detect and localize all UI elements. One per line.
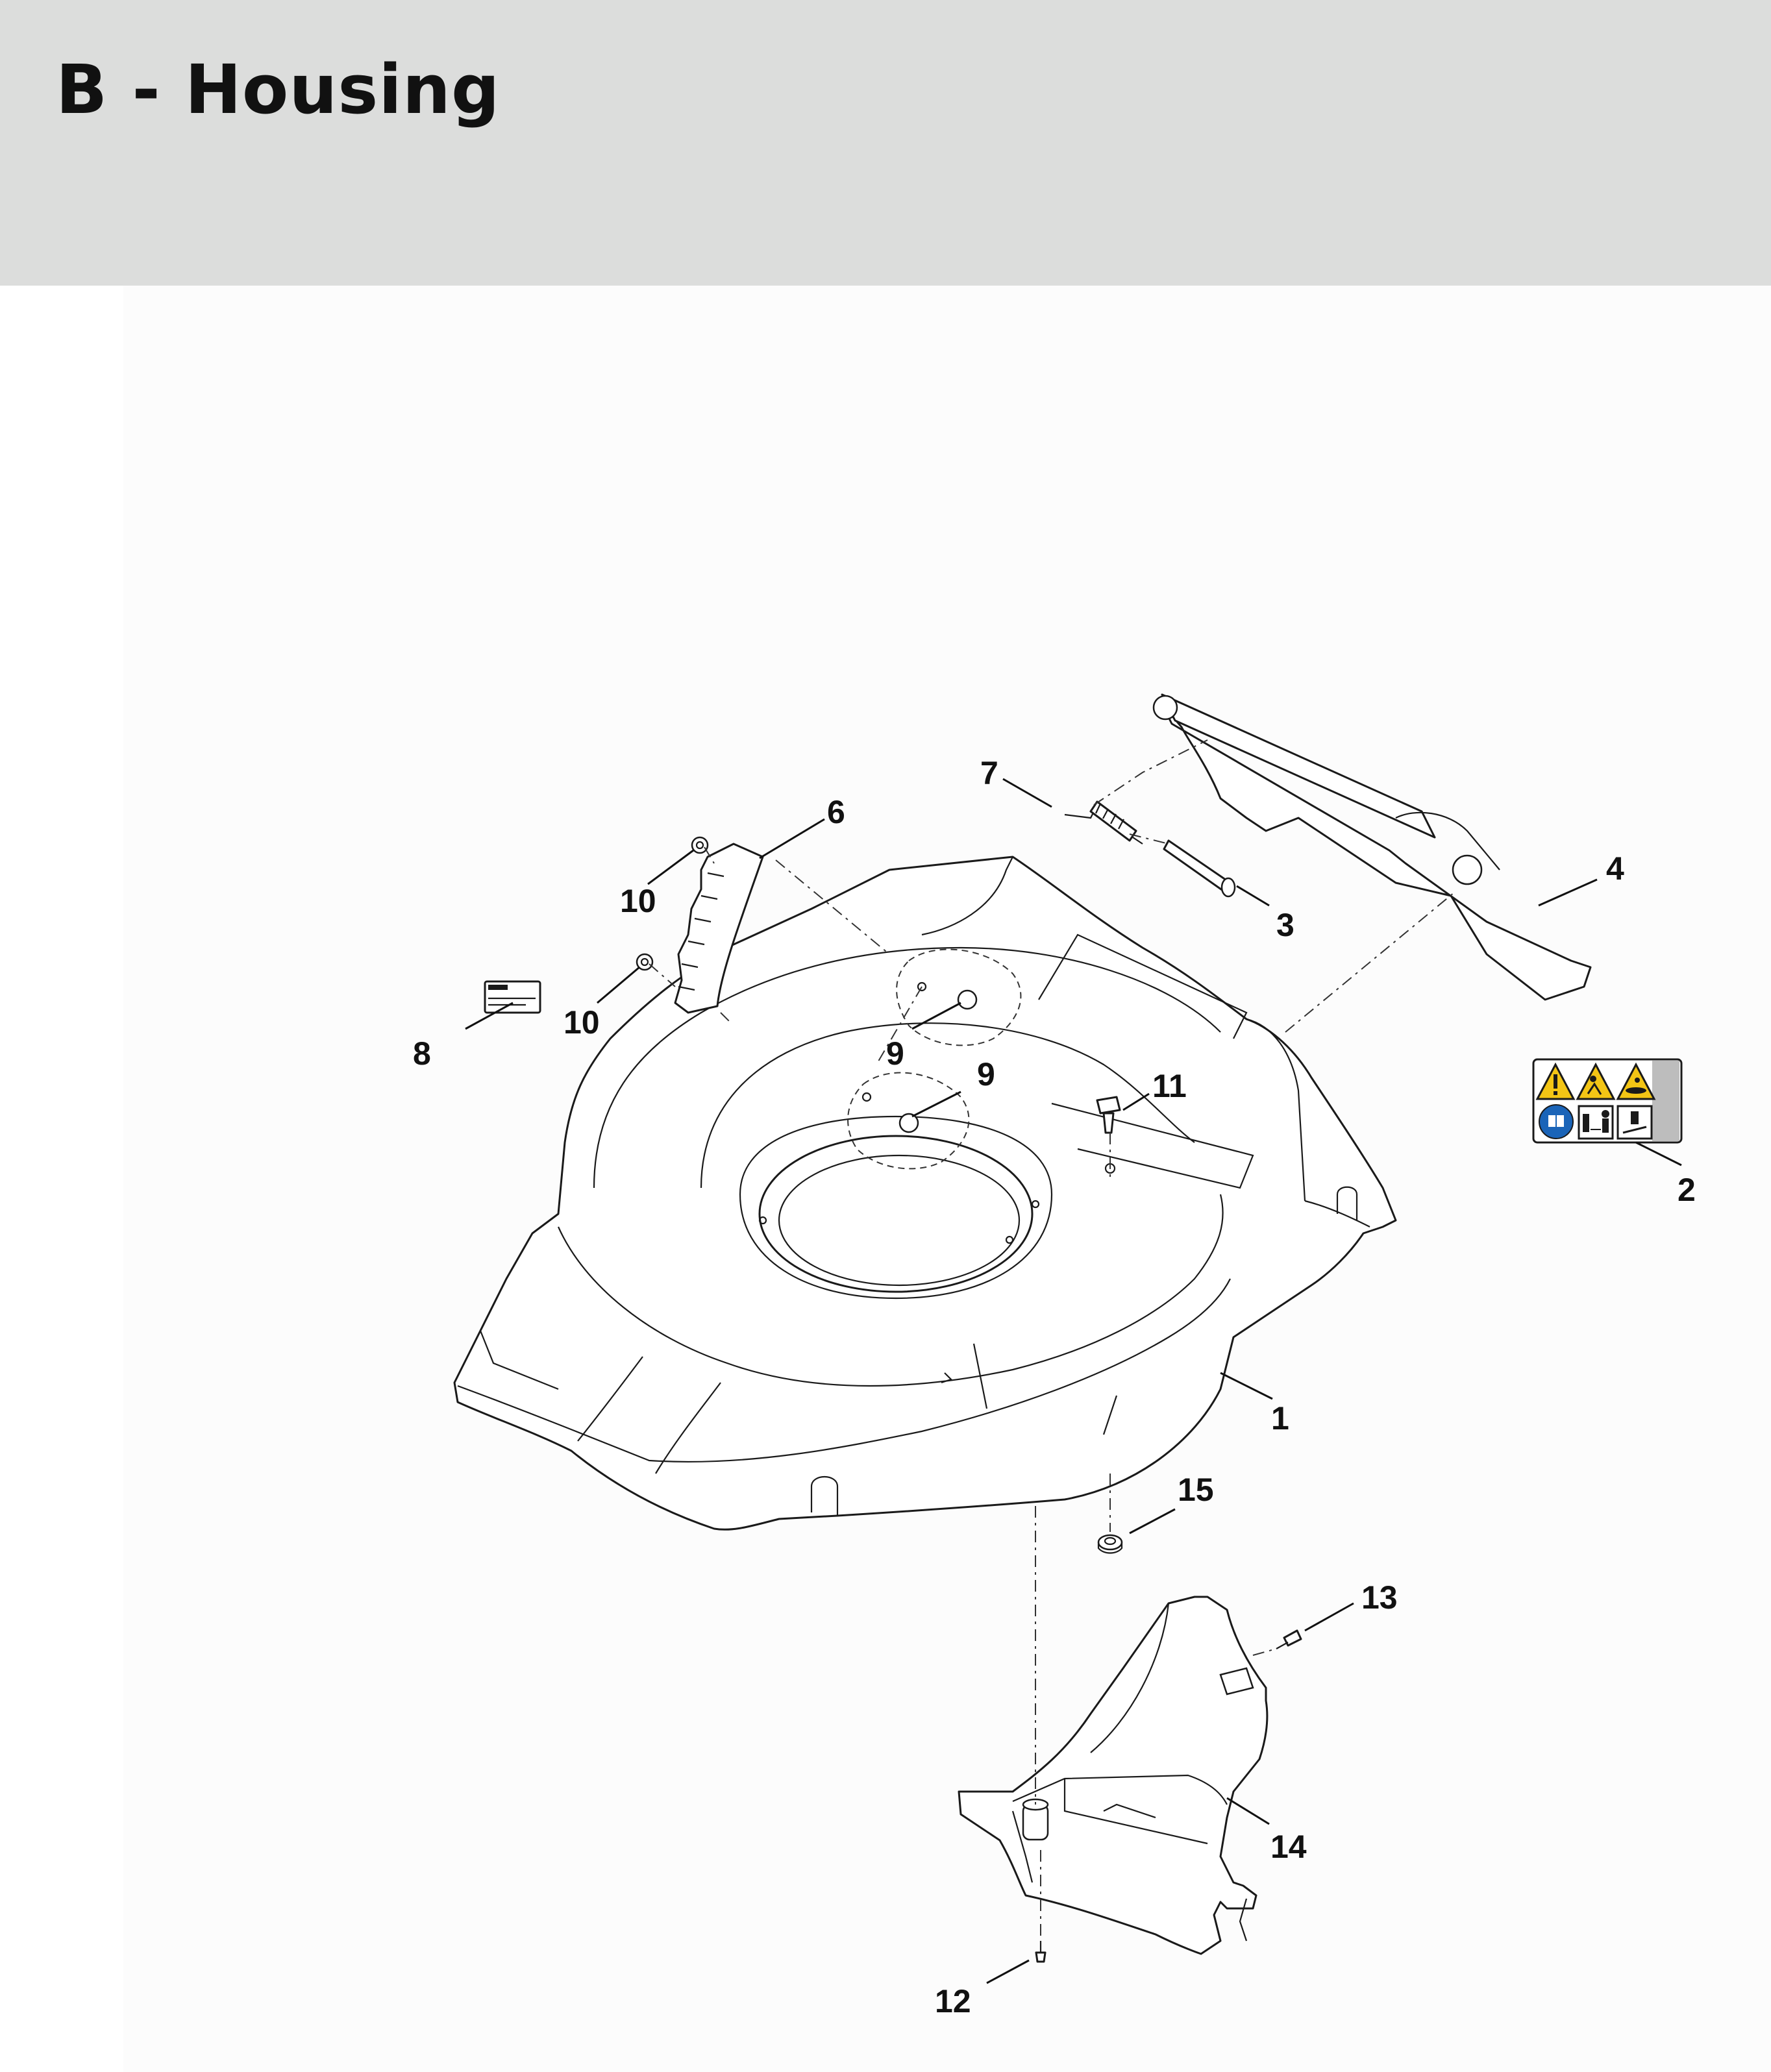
hex-nut-upper bbox=[691, 836, 709, 854]
callout-10-lower: 10 bbox=[564, 1004, 600, 1041]
thrown-object-icon bbox=[1576, 1062, 1616, 1100]
callout-7: 7 bbox=[980, 755, 998, 791]
unplug-before-service-icon bbox=[1616, 1105, 1653, 1140]
screw-side bbox=[1276, 1629, 1302, 1649]
type-plate-label bbox=[484, 980, 541, 1014]
callout-6: 6 bbox=[827, 794, 845, 830]
read-manual-icon bbox=[1539, 1104, 1574, 1139]
torsion-spring bbox=[1064, 800, 1143, 845]
screw-top bbox=[1096, 1096, 1121, 1134]
blade-hazard-icon bbox=[1616, 1062, 1656, 1100]
callout-3: 3 bbox=[1276, 907, 1294, 943]
keep-distance-icon bbox=[1578, 1105, 1614, 1140]
callout-15: 15 bbox=[1178, 1472, 1214, 1508]
warning-icon bbox=[1535, 1062, 1576, 1100]
bushing bbox=[1097, 1534, 1123, 1554]
safety-warning-label bbox=[1532, 1058, 1683, 1144]
callout-8: 8 bbox=[413, 1035, 431, 1072]
callout-2: 2 bbox=[1678, 1172, 1696, 1208]
header-bar: B - Housing bbox=[0, 0, 1771, 286]
plug-upper bbox=[896, 948, 1022, 1046]
hex-nut-lower bbox=[636, 953, 654, 971]
callout-12: 12 bbox=[935, 1983, 971, 2019]
page-title: B - Housing bbox=[56, 50, 501, 129]
callout-10-upper: 10 bbox=[620, 883, 656, 919]
rear-flap-assembly bbox=[1152, 693, 1592, 1001]
screw-bottom bbox=[1035, 1941, 1046, 1963]
mulch-insert bbox=[958, 1596, 1269, 1955]
axle-pin bbox=[1163, 839, 1236, 898]
assembly-lines bbox=[649, 739, 1455, 1941]
callout-13: 13 bbox=[1361, 1579, 1398, 1616]
plug-lower bbox=[847, 1072, 970, 1170]
height-adjust-rail bbox=[674, 843, 764, 1014]
callout-11: 11 bbox=[1152, 1068, 1187, 1104]
callout-9-upper: 9 bbox=[886, 1035, 904, 1072]
callout-9-lower: 9 bbox=[977, 1056, 995, 1092]
callout-1: 1 bbox=[1271, 1400, 1289, 1437]
callout-4: 4 bbox=[1606, 850, 1624, 887]
callout-14: 14 bbox=[1270, 1829, 1307, 1865]
mower-housing-deck bbox=[453, 856, 1397, 1531]
callout-labels: 1 2 3 4 6 7 8 9 9 10 10 11 12 13 14 15 bbox=[413, 755, 1696, 2019]
leader-lines bbox=[465, 778, 1682, 1984]
